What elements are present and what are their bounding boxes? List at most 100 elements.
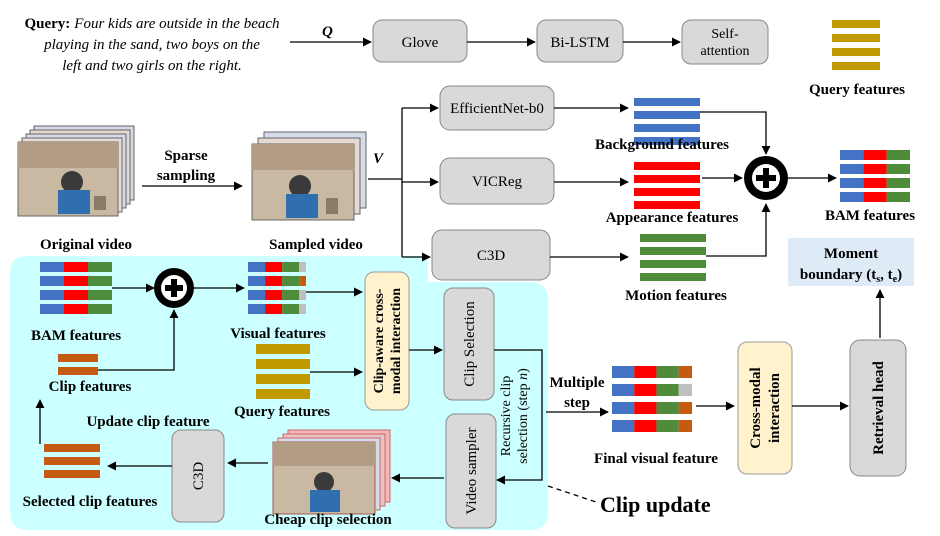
visual-features-label: Visual features <box>230 326 326 342</box>
background-feature-row-cell <box>634 137 700 145</box>
q-symbol: Q <box>322 24 333 40</box>
final-feature-row-cell <box>656 366 679 378</box>
update-clip-feature-label: Update clip feature <box>86 414 209 430</box>
bam-left-row-cell <box>64 262 88 272</box>
clip-aware-label-2: modal interaction <box>389 288 404 394</box>
sparse-label-1: Sparse <box>164 148 208 164</box>
bam-left-row-cell <box>64 276 88 286</box>
c3d-bottom-box <box>171 429 225 523</box>
final-feature-row-cell <box>656 420 679 432</box>
final-feature-row-cell <box>634 402 657 414</box>
original-video-label: Original video <box>40 237 132 253</box>
sampled-video-label: Sampled video <box>269 237 363 253</box>
final-feature-row-cell <box>678 384 692 396</box>
bam-right-row-cell <box>886 164 910 174</box>
visual-feature-row-cell <box>265 262 283 272</box>
appearance-feature-row-cell <box>634 188 700 196</box>
bam-left-row-cell <box>40 304 64 314</box>
bam-right-row-cell <box>863 164 887 174</box>
bam-right-row-cell <box>886 178 910 188</box>
final-feature-row-cell <box>678 402 692 414</box>
selected-clip-features-label: Selected clip features <box>23 494 158 510</box>
recursive-label-1: Recursive clip <box>499 376 514 456</box>
visual-feature-row-cell <box>299 276 306 286</box>
multiple-label-2: step <box>564 395 590 411</box>
query-feature-row-2-cell <box>256 344 310 354</box>
selected-clip-feature-row-cell <box>44 457 100 465</box>
glove-label: Glove <box>402 35 439 51</box>
visual-feature-row-cell <box>282 276 300 286</box>
self-attention-label-2: attention <box>701 44 750 59</box>
moment-label-1: Moment <box>824 246 878 262</box>
visual-feature-row-cell <box>282 304 300 314</box>
clip-features-label: Clip features <box>49 379 132 395</box>
bam-left-row-cell <box>40 262 64 272</box>
bam-features-label-right: BAM features <box>825 208 915 224</box>
final-feature-row-cell <box>634 366 657 378</box>
appearance-features-label: Appearance features <box>606 210 739 226</box>
motion-features-stack <box>640 234 706 281</box>
visual-feature-row-cell <box>282 290 300 300</box>
bam-right-row-cell <box>840 178 864 188</box>
visual-feature-row-cell <box>248 290 266 300</box>
final-feature-row-cell <box>612 402 635 414</box>
clip-feature-row-cell <box>58 367 98 375</box>
bam-left-row-cell <box>64 304 88 314</box>
final-feature-row-cell <box>656 402 679 414</box>
v-symbol: V <box>373 151 385 167</box>
bam-right-row-cell <box>840 164 864 174</box>
visual-feature-row-cell <box>299 262 306 272</box>
moment-boundary-box <box>788 238 914 286</box>
bam-right-row-cell <box>863 192 887 202</box>
final-feature-row-cell <box>678 420 692 432</box>
bam-left-row-cell <box>88 304 112 314</box>
query-features-stack <box>832 20 880 70</box>
visual-feature-row-cell <box>248 304 266 314</box>
bam-right-row-cell <box>863 178 887 188</box>
visual-feature-row-cell <box>265 290 283 300</box>
bam-features-label-left: BAM features <box>31 328 121 344</box>
video-sampler-box <box>445 413 497 529</box>
background-features-stack <box>634 98 700 145</box>
motion-feature-row-cell <box>640 260 706 268</box>
query-line-1: Query:Four kids are outside in the beach <box>24 16 279 32</box>
glove-box <box>372 19 468 63</box>
c3d-top-box <box>431 229 551 281</box>
cheap-clip-stack <box>272 429 391 515</box>
background-features-label: Background features <box>595 137 729 153</box>
bam-left-row-cell <box>64 290 88 300</box>
moment-label-2: boundary (ts, te) <box>800 267 902 285</box>
appearance-feature-row-cell <box>634 201 700 209</box>
query-line-3: left and two girls on the right. <box>62 58 242 74</box>
clip-feature-row-cell <box>58 354 98 362</box>
query-feature-row-cell <box>832 34 880 42</box>
self-attention-box <box>681 19 769 65</box>
c3d-bottom-label: C3D <box>191 462 207 491</box>
bam-left-row-cell <box>88 262 112 272</box>
multiple-label-1: Multiple <box>550 375 605 391</box>
query-feature-row-2-cell <box>256 359 310 369</box>
query-feature-row-2-cell <box>256 374 310 384</box>
query-line-2: playing in the sand, two boys on the <box>43 37 260 53</box>
background-feature-row-cell <box>634 124 700 132</box>
self-attention-label-1: Self- <box>711 27 739 42</box>
bam-right-row-cell <box>886 192 910 202</box>
query-features-label-2: Query features <box>234 404 330 420</box>
final-feature-row-cell <box>612 366 635 378</box>
vicreg-box <box>439 157 555 205</box>
cross-modal-label-2: interaction <box>767 372 783 443</box>
final-visual-feature-stack <box>612 366 692 432</box>
visual-feature-row-cell <box>248 262 266 272</box>
final-feature-row-cell <box>612 420 635 432</box>
original-video-stack <box>17 125 135 217</box>
clip-aware-label-1: Clip-aware cross- <box>372 288 387 393</box>
bam-right-row-cell <box>863 150 887 160</box>
sparse-label-2: sampling <box>157 168 216 184</box>
final-feature-row-cell <box>678 366 692 378</box>
clip-aware-interaction-box <box>364 271 410 411</box>
bam-left-row-cell <box>40 276 64 286</box>
visual-feature-row-cell <box>265 304 283 314</box>
selected-clip-feature-row-cell <box>44 444 100 452</box>
cross-modal-label-1: Cross-modal <box>748 367 764 448</box>
